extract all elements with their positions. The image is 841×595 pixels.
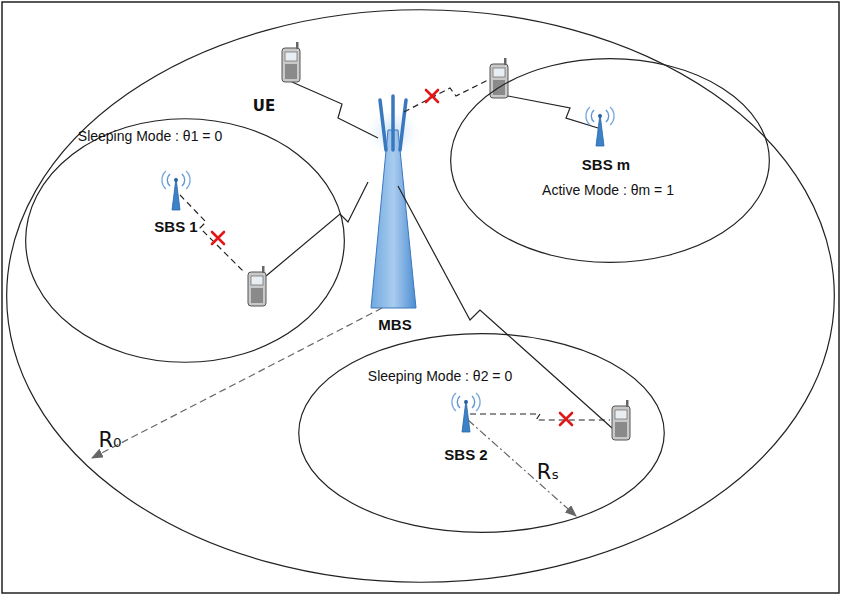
cell-subtext: SBS 2 [444, 446, 487, 463]
radius-label: Rₛ [537, 460, 559, 484]
macro-cell: MBS Sleeping Mode : θ1 = 0 SBS 1 SBS m Activ… [5, 8, 836, 584]
cell-outline [298, 333, 665, 533]
cell-outline [5, 8, 836, 584]
small-cell: Sleeping Mode : θ1 = 0 SBS 1 [25, 118, 345, 363]
cell-text: Sleeping Mode : θ2 = 0 [368, 368, 512, 384]
radius-label: R₀ [98, 428, 121, 452]
cell-outline [25, 118, 345, 363]
cell-subtext: SBS 1 [154, 218, 197, 235]
ue-label: UE [253, 98, 275, 115]
cell-text: MBS [378, 316, 411, 333]
small-cell: Sleeping Mode : θ2 = 0 SBS 2 [298, 333, 665, 533]
small-cell: SBS m Active Mode : θm = 1 [450, 58, 770, 263]
cell-subtext: Active Mode : θm = 1 [542, 182, 674, 198]
cell-text: SBS m [582, 156, 630, 173]
cell-text: Sleeping Mode : θ1 = 0 [78, 128, 222, 144]
